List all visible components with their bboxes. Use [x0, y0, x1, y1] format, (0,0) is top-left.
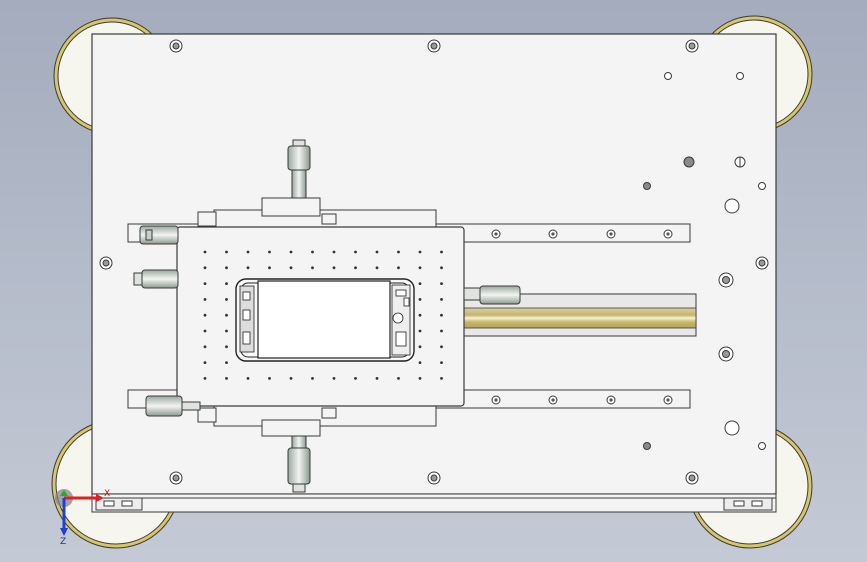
- fixture-hole: [225, 298, 228, 301]
- phone-right-board: [391, 284, 411, 356]
- cylinder-right-rod: [463, 285, 521, 305]
- fixture-hole: [203, 250, 207, 254]
- fixture-hole: [418, 266, 422, 270]
- fixture-hole: [311, 266, 314, 270]
- fixture-hole: [203, 266, 207, 270]
- fixture-hole: [311, 250, 314, 254]
- cylinder-bottom-vertical: [287, 435, 311, 493]
- fixture-hole: [246, 377, 250, 380]
- fixture-hole: [397, 266, 400, 270]
- fixture-hole: [418, 313, 422, 317]
- cylinder-left-top: [139, 225, 179, 245]
- fixture-hole: [354, 266, 357, 270]
- fixture-hole: [418, 329, 422, 333]
- triad-x-label: X: [104, 489, 110, 499]
- fixture-hole: [203, 361, 207, 364]
- fixture-hole: [246, 250, 250, 254]
- fixture-hole: [225, 313, 228, 317]
- fixture-hole: [225, 329, 228, 333]
- fixture-hole: [289, 250, 293, 254]
- fixture-hole: [203, 329, 207, 333]
- fixture-hole: [397, 377, 400, 380]
- fixture-hole: [225, 282, 228, 285]
- fixture-hole: [354, 250, 357, 254]
- fixture-hole: [375, 250, 379, 254]
- fixture-hole: [225, 361, 228, 364]
- fixture-hole: [418, 282, 422, 285]
- fixture-hole: [440, 266, 443, 270]
- view-triad: X Z: [55, 489, 110, 547]
- fixture-hole: [289, 266, 293, 270]
- fixture-hole: [311, 377, 314, 380]
- fixture-hole: [268, 250, 271, 254]
- fixture-hole: [268, 377, 271, 380]
- fixture-hole: [225, 250, 228, 254]
- fixture-hole: [440, 377, 443, 380]
- fixture-hole: [440, 361, 443, 364]
- fixture-hole: [203, 313, 207, 317]
- phone-device: [235, 278, 415, 362]
- phone-screen: [257, 280, 391, 359]
- fixture-plate-hole-grid: [203, 250, 443, 380]
- triad-y-axis: [60, 490, 68, 496]
- fixture-hole: [418, 377, 422, 380]
- fixture-hole: [418, 361, 422, 364]
- fixture-hole: [418, 298, 422, 301]
- fixture-hole: [440, 282, 443, 285]
- fixture-hole: [375, 266, 379, 270]
- fixture-hole: [332, 377, 336, 380]
- fixture-hole: [440, 345, 443, 349]
- fixture-hole: [440, 313, 443, 317]
- fixture-hole: [418, 345, 422, 349]
- fixture-hole: [332, 250, 336, 254]
- fixture-hole: [203, 282, 207, 285]
- phone-left-board: [239, 285, 255, 353]
- fixture-hole: [225, 266, 228, 270]
- fixture-hole: [203, 298, 207, 301]
- phone-camera-ring: [392, 312, 404, 324]
- fixture-hole: [246, 266, 250, 270]
- fixture-hole: [332, 266, 336, 270]
- triad-z-label: Z: [60, 537, 66, 547]
- fixture-hole: [397, 250, 400, 254]
- fixture-hole: [268, 266, 271, 270]
- fixture-hole: [418, 250, 422, 254]
- cylinder-top-vertical: [287, 139, 311, 199]
- cylinder-left-middle: [133, 269, 179, 289]
- fixture-hole: [225, 377, 228, 380]
- plate-mounting-holes: [99, 39, 769, 485]
- fixture-hole: [289, 377, 293, 380]
- cylinder-left-bottom: [145, 395, 201, 417]
- fixture-hole: [225, 345, 228, 349]
- fixture-hole: [440, 250, 443, 254]
- bottom-extrusion: [91, 493, 777, 513]
- fixture-hole: [440, 298, 443, 301]
- fixture-hole: [440, 329, 443, 333]
- carriage-block-top: [197, 197, 437, 231]
- fixture-hole: [354, 377, 357, 380]
- fixture-hole: [203, 377, 207, 380]
- fixture-hole: [203, 345, 207, 349]
- fixture-hole: [375, 377, 379, 380]
